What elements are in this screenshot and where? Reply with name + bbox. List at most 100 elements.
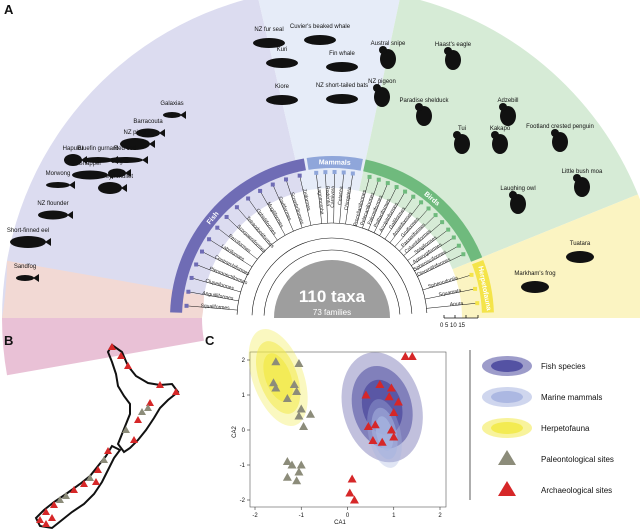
- fish-tail-icon: [159, 129, 165, 137]
- bird-silhouette-icon: [374, 87, 390, 107]
- bird-branch: [379, 191, 406, 236]
- legend-label: Marine mammals: [541, 393, 602, 402]
- archaeological-site-marker: [172, 388, 180, 395]
- bird-head-icon: [573, 174, 581, 182]
- species-label: Morwong: [46, 171, 71, 177]
- species-label: Kiore: [275, 84, 290, 90]
- mammals-background: [258, 0, 400, 192]
- mammal-branch: [333, 172, 335, 224]
- species-label: NZ pigeon: [368, 79, 396, 85]
- bird-silhouette-icon: [510, 194, 526, 214]
- species-label: Snapper: [79, 161, 102, 167]
- archaeological-sites-point: [393, 397, 403, 406]
- fish-background: [2, 0, 303, 318]
- bird-order-marker: [440, 220, 445, 225]
- y-tick-label: -1: [240, 463, 246, 469]
- fish-tail-icon: [112, 156, 118, 164]
- fish-branch: [247, 198, 278, 241]
- species-label: Barracouta: [133, 119, 163, 125]
- bird-head-icon: [453, 131, 461, 139]
- y-tick-label: -2: [240, 498, 246, 504]
- legend-item: Marine mammals: [482, 387, 602, 407]
- archaeological-sites-point: [368, 436, 378, 444]
- birds-species: Austral snipe: [371, 41, 406, 69]
- scale-bar: 0 5 10 15: [440, 315, 479, 329]
- fish-species: Sandfog: [14, 264, 39, 282]
- birds-species: Tui: [453, 126, 470, 154]
- fish-silhouette-icon: [136, 128, 160, 138]
- archaeological-sites-point: [345, 488, 355, 497]
- panel-a-label: A: [4, 2, 14, 17]
- y-tick-label: 0: [242, 428, 246, 434]
- fish-order-label: Anguilliformes: [202, 290, 234, 302]
- x-tick-label: -1: [299, 513, 305, 519]
- plot-frame: [249, 351, 447, 508]
- fish-branch: [188, 291, 239, 302]
- herp-order-label: Squamata: [438, 288, 462, 298]
- ellipses: [248, 329, 423, 468]
- species-label: Cuvier's beaked whale: [290, 24, 351, 30]
- x-tick-label: 2: [438, 513, 442, 519]
- fish-branch: [272, 184, 294, 232]
- paleontological-sites-point: [294, 467, 304, 476]
- mammal-order-marker: [341, 170, 346, 175]
- species-label: Tui: [458, 126, 466, 132]
- fish-order-marker: [224, 214, 229, 219]
- fish-ring: [170, 158, 306, 313]
- herpetofauna-ring: [472, 259, 494, 313]
- species-label: Fin whale: [329, 51, 355, 57]
- fish-tail-icon: [149, 140, 155, 148]
- fish-order-marker: [297, 173, 302, 178]
- archaeological-site-marker: [70, 486, 78, 493]
- south-island-outline: [34, 444, 122, 530]
- bird-order-marker: [403, 189, 408, 194]
- bird-head-icon: [499, 103, 507, 111]
- north-island-outline: [106, 343, 180, 454]
- fish-silhouette-icon: [38, 210, 68, 220]
- legend-label: Herpetofauna: [541, 424, 590, 433]
- birds-ring: [363, 159, 483, 262]
- bird-head-icon: [509, 191, 517, 199]
- fish-order-marker: [207, 237, 212, 242]
- species-label: Adzebill: [497, 98, 518, 104]
- fish-species: Bluefin gurnard: [78, 146, 118, 164]
- bird-branch: [399, 214, 436, 252]
- bird-branch: [417, 254, 464, 277]
- fish-order-marker: [199, 249, 204, 254]
- herpetofauna-background: [452, 194, 640, 318]
- fish-branch: [208, 239, 253, 267]
- archaeological-site-marker: [108, 343, 116, 350]
- paleontological-sites-point: [306, 409, 315, 418]
- fish-tail-icon: [121, 184, 127, 192]
- fish-species: Short-finned eel: [7, 228, 51, 248]
- birds-species: NZ pigeon: [368, 79, 396, 107]
- paleontological-sites-point: [282, 457, 292, 465]
- nz-map: [34, 343, 180, 530]
- bird-silhouette-icon: [500, 106, 516, 126]
- mammals-ring: [306, 155, 363, 171]
- legend-label: Paleontological sites: [541, 455, 614, 464]
- fish-branch: [186, 305, 238, 311]
- legend-triangle-icon: [498, 481, 516, 496]
- birds-species: Little bush moa: [562, 169, 603, 197]
- map-sites: [36, 343, 180, 527]
- archaeological-sites-point: [400, 352, 410, 360]
- taxa-count: 110 taxa: [299, 287, 366, 306]
- bird-branch: [394, 208, 429, 247]
- family-count: 73 families: [313, 308, 351, 317]
- bird-silhouette-icon: [552, 132, 568, 152]
- archaeological-site-marker: [130, 436, 138, 443]
- archaeological-sites-point: [407, 352, 417, 360]
- bird-order-marker: [461, 252, 466, 257]
- fish-species: Barracouta: [133, 119, 165, 138]
- herpetofauna-ellipse: [263, 353, 293, 402]
- fish-tail-icon: [180, 111, 186, 119]
- archaeological-site-marker: [80, 480, 88, 487]
- archaeological-sites-point: [349, 495, 359, 504]
- paleontological-site-marker: [86, 474, 94, 481]
- archaeological-sites-point: [370, 420, 380, 429]
- legend-triangle-icon: [498, 450, 516, 465]
- bird-order-marker: [411, 194, 416, 199]
- legend-label: Archaeological sites: [541, 486, 612, 495]
